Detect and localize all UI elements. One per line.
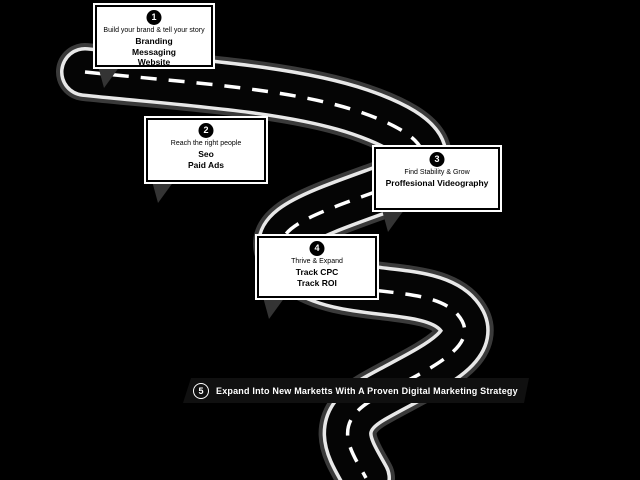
milestone-4-item: Track ROI — [297, 277, 337, 288]
milestone-4-number-badge: 4 — [309, 241, 325, 256]
milestone-5-label: Expand Into New Marketts With A Proven D… — [216, 385, 518, 396]
milestone-1-item: Branding — [135, 36, 173, 46]
milestone-4-item: Track CPC — [295, 267, 339, 277]
milestone-callout-1: 1 Build your brand & tell your story Bra… — [95, 5, 213, 67]
milestone-1-item: Website — [137, 57, 171, 67]
milestone-1-number-badge: 1 — [146, 10, 162, 25]
milestone-3-intro: Find Stability & Grow — [404, 169, 470, 176]
milestone-banner-5: 5 Expand Into New Marketts With A Proven… — [183, 378, 529, 403]
milestone-2-item: Paid Ads — [187, 159, 225, 170]
milestone-3-number-badge: 3 — [429, 152, 445, 167]
milestone-callout-4: 4 Thrive & Expand Track CPC Track ROI — [257, 236, 377, 298]
milestone-5-number-badge: 5 — [193, 383, 209, 399]
callout-tail-2 — [152, 181, 174, 203]
callout-tail-4 — [263, 297, 285, 319]
milestone-4-intro: Thrive & Expand — [291, 258, 343, 265]
milestone-2-intro: Reach the right people — [170, 140, 242, 147]
milestone-callout-2: 2 Reach the right people Seo Paid Ads — [146, 118, 266, 182]
milestone-1-intro: Build your brand & tell your story — [103, 27, 205, 34]
callout-tail-3 — [382, 210, 404, 232]
milestone-2-item: Seo — [198, 149, 214, 159]
callout-tail-1 — [98, 66, 120, 88]
milestone-1-item: Messaging — [132, 46, 176, 57]
milestone-2-number-badge: 2 — [198, 123, 214, 138]
milestone-callout-3: 3 Find Stability & Grow Proffesional Vid… — [374, 147, 500, 210]
milestone-3-item: Proffesional Videography — [385, 178, 489, 188]
